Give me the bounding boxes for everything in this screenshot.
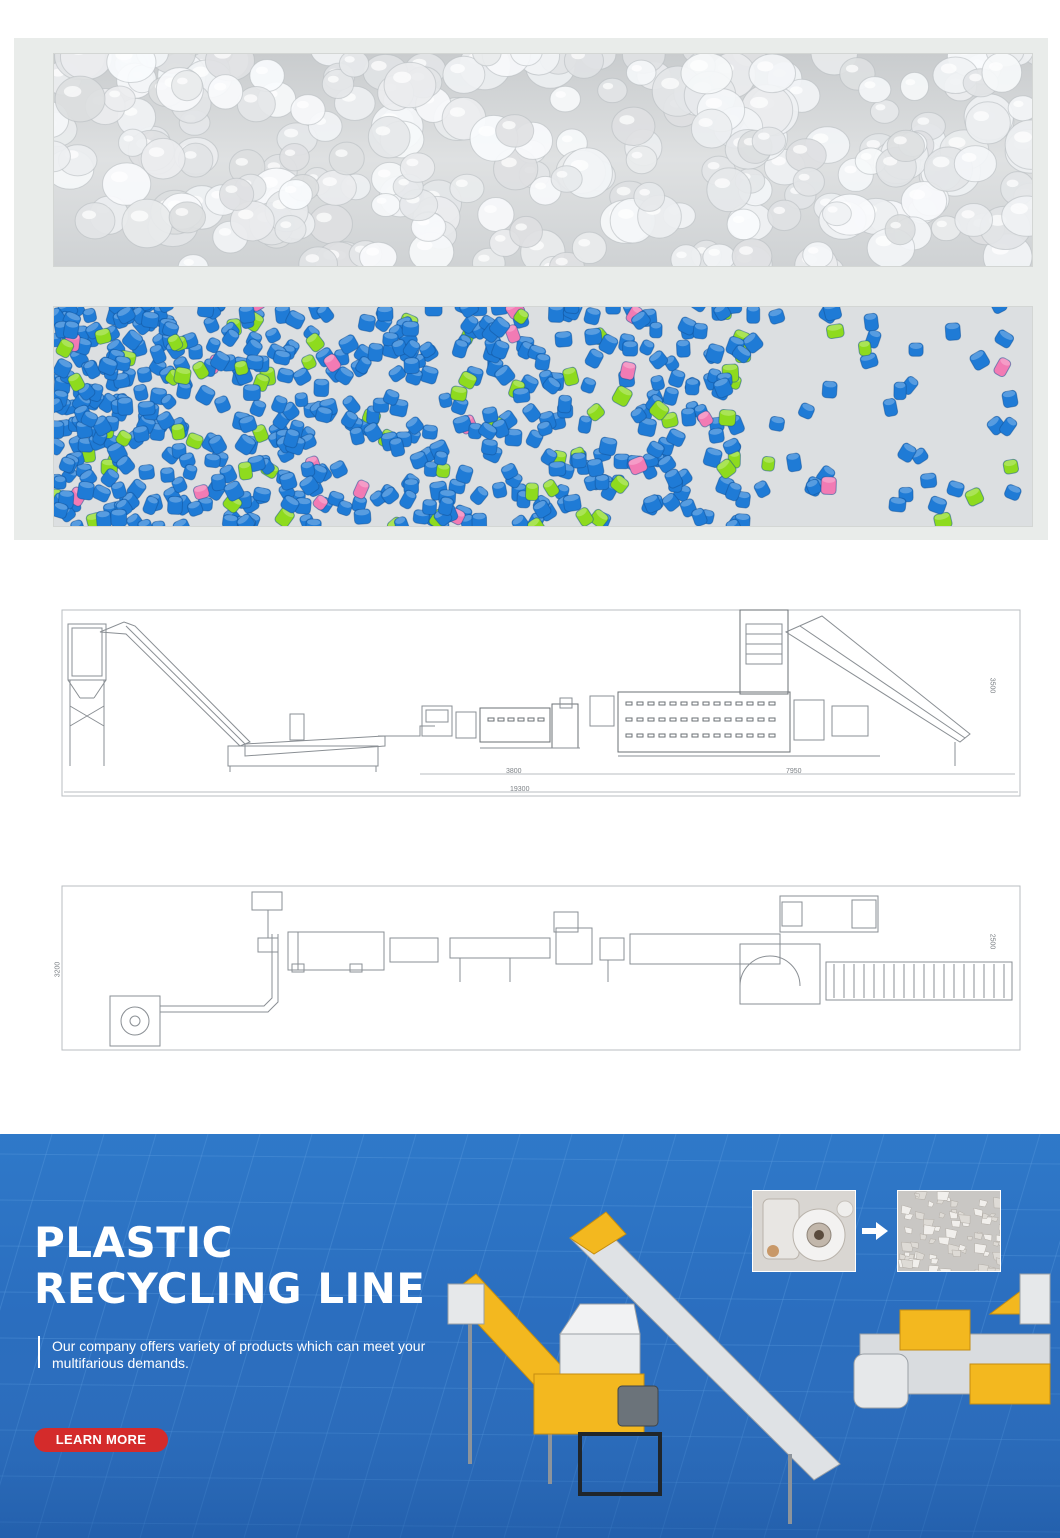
dim-height-label: 3500: [988, 677, 996, 694]
white-pellets-photo: [53, 53, 1033, 267]
recycling-line-banner: PLASTIC RECYCLING LINE Our company offer…: [0, 1134, 1060, 1538]
dim-width-label: 3200: [54, 961, 62, 978]
dim-a-label: 3800: [506, 768, 522, 775]
dim-total-label: 19300: [510, 786, 530, 793]
raw-material-thumbnail: [752, 1190, 856, 1272]
side-view-drawing: 19300 3800 7950 3500: [40, 596, 1040, 806]
banner-headline: PLASTIC RECYCLING LINE: [34, 1220, 425, 1312]
dim-b-label: 7950: [786, 768, 802, 775]
pellet-photo-panel: [14, 38, 1048, 540]
learn-more-button[interactable]: LEARN MORE: [34, 1428, 168, 1452]
colored-pellets-photo: [53, 306, 1033, 527]
dim-right-label: 2500: [988, 933, 996, 950]
banner-description: Our company offers variety of products w…: [52, 1338, 426, 1371]
top-view-drawing: 3200 2500: [40, 882, 1040, 1058]
headline-line-2: RECYCLING LINE: [34, 1264, 426, 1313]
processed-flakes-thumbnail: [897, 1190, 1001, 1272]
recycling-machinery-image: [447, 1211, 1051, 1524]
description-accent-bar: [38, 1336, 40, 1368]
headline-line-1: PLASTIC: [34, 1218, 233, 1267]
right-arrow-icon: [862, 1222, 888, 1240]
